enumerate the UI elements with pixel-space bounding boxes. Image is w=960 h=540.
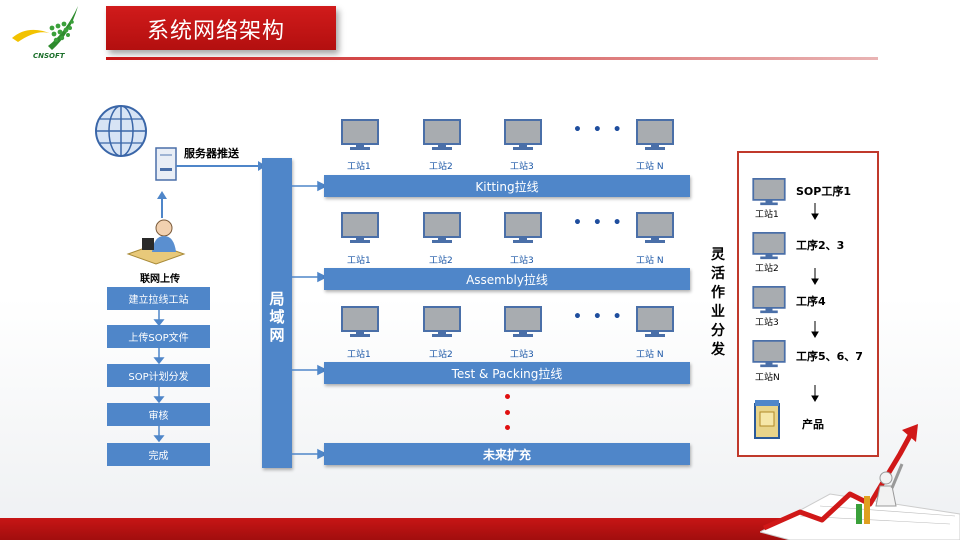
monitor-icon [341,212,379,243]
continuation-dot [505,410,510,415]
station-label: 工站2 [429,162,453,172]
flex-station-label: 工站1 [755,210,779,220]
flex-station-label: 工站3 [755,318,779,328]
station-label: 工站 N [636,256,664,266]
more-stations-ellipsis: • • • [573,309,625,325]
server-icon [155,147,177,181]
station-label: 工站 N [636,350,664,360]
lan-label: 局域网 [269,290,285,344]
monitor-icon [752,232,786,260]
monitor-icon [752,340,786,368]
process-label: SOP工序1 [796,185,851,198]
process-flow-arrows [811,203,819,402]
step-review[interactable]: 审核 [107,403,210,426]
more-stations-ellipsis: • • • [573,215,625,231]
server-push-label: 服务器推送 [184,147,239,160]
page-title: 系统网络架构 [147,19,286,44]
step-arrows [153,310,165,443]
flex-distribution-label: 灵活作业分发 [711,247,725,358]
line-future-expansion[interactable]: 未来扩充 [324,443,690,465]
monitor-icon [504,212,542,243]
station-label: 工站2 [429,256,453,266]
station-label: 工站1 [347,256,371,266]
station-label: 工站3 [510,350,534,360]
lan-arrows [292,180,328,460]
step-create-station[interactable]: 建立拉线工站 [107,287,210,310]
process-label: 工序5、6、7 [796,350,863,363]
monitor-icon [752,286,786,314]
monitor-icon [636,212,674,243]
continuation-dot [505,425,510,430]
line-assembly[interactable]: Assembly拉线 [324,268,690,290]
monitor-icon [341,119,379,150]
station-label: 工站 N [636,162,664,172]
monitor-icon [423,119,461,150]
flex-station-label: 工站2 [755,264,779,274]
step-upload-sop[interactable]: 上传SOP文件 [107,325,210,348]
globe-icon [95,105,147,157]
monitor-icon [504,119,542,150]
title-banner [106,6,336,50]
monitor-icon [636,119,674,150]
logo-text: CNSOFT [33,52,65,60]
upload-arrow [157,191,167,218]
monitor-icon [423,212,461,243]
station-label: 工站1 [347,162,371,172]
step-complete[interactable]: 完成 [107,443,210,466]
continuation-dot [505,394,510,399]
flex-station-label: 工站N [755,373,780,383]
step-sop-distribute[interactable]: SOP计划分发 [107,364,210,387]
monitor-icon [423,306,461,337]
rising-chart-icon [760,424,960,540]
footer-bar [0,518,960,540]
station-label: 工站3 [510,162,534,172]
product-box-icon [754,400,780,439]
station-label: 工站2 [429,350,453,360]
station-label: 工站3 [510,256,534,266]
monitor-icon [752,178,786,206]
title-underline [106,57,878,60]
station-label: 工站1 [347,350,371,360]
process-label: 工序2、3 [796,239,845,252]
line-kitting[interactable]: Kitting拉线 [324,175,690,197]
more-stations-ellipsis: • • • [573,122,625,138]
lan-bar [262,158,292,468]
process-label: 工序4 [796,295,826,308]
monitor-icon [341,306,379,337]
monitor-icon [636,306,674,337]
product-label: 产品 [802,418,824,431]
monitor-icon [504,306,542,337]
cnsoft-logo [12,6,78,50]
user-workstation-icon [126,219,186,265]
push-arrow [176,161,266,171]
upload-label: 联网上传 [140,274,180,285]
line-test-packing[interactable]: Test & Packing拉线 [324,362,690,384]
